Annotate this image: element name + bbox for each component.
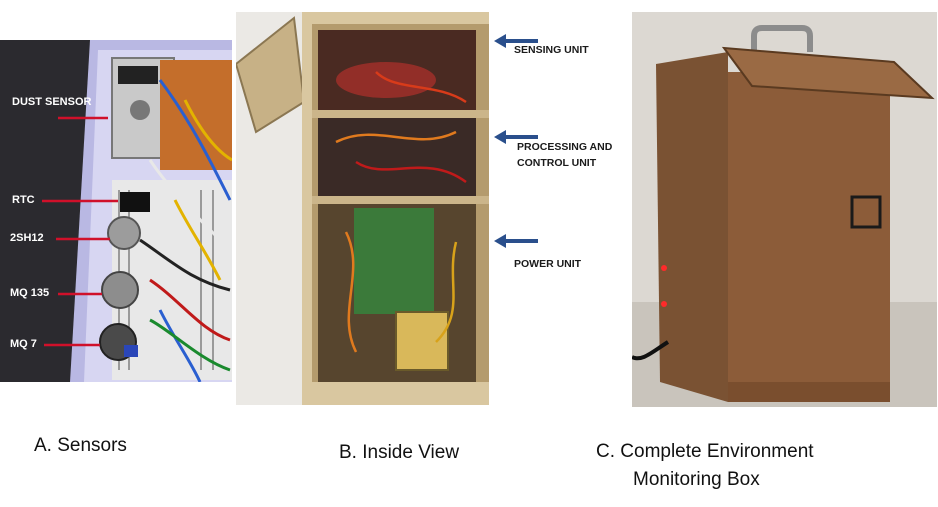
caption-a: A. Sensors bbox=[34, 435, 127, 456]
sensors-photo: DUST SENSOR RTC 2SH12 MQ 135 MQ 7 bbox=[0, 40, 232, 382]
arrow-icon bbox=[494, 130, 538, 144]
inside-view-photo bbox=[236, 12, 489, 405]
label-power-unit: POWER UNIT bbox=[514, 258, 582, 270]
arrow-icon bbox=[494, 34, 538, 48]
caption-c-line1: C. Complete Environment bbox=[596, 441, 814, 462]
label-processing-and: PROCESSING AND bbox=[517, 141, 613, 153]
complete-box-photo bbox=[632, 12, 937, 407]
arrow-icon bbox=[494, 234, 538, 248]
caption-b: B. Inside View bbox=[339, 442, 460, 463]
arrows-group bbox=[494, 34, 538, 248]
caption-c-line2: Monitoring Box bbox=[633, 469, 760, 490]
label-rtc: RTC bbox=[12, 194, 35, 206]
label-sensing-unit: SENSING UNIT bbox=[514, 44, 589, 56]
box-illustration bbox=[632, 12, 937, 407]
label-2sh12: 2SH12 bbox=[10, 232, 44, 244]
label-mq7: MQ 7 bbox=[10, 338, 37, 350]
label-dust-sensor: DUST SENSOR bbox=[12, 96, 92, 108]
label-mq135: MQ 135 bbox=[10, 287, 50, 299]
inside-view-illustration bbox=[236, 12, 489, 405]
sensors-illustration bbox=[0, 40, 232, 382]
label-control-unit: CONTROL UNIT bbox=[517, 157, 597, 169]
